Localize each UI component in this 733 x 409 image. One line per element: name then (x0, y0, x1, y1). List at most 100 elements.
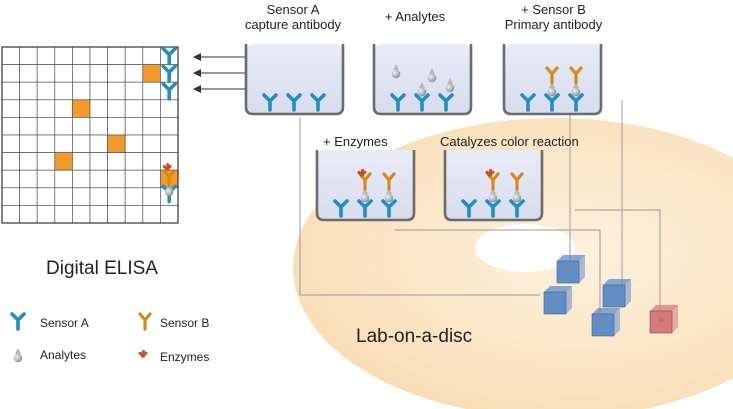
legend-analyte-icon (13, 348, 23, 363)
grid-cell (89, 152, 108, 171)
chamber-top (557, 255, 585, 261)
grid-cell-filled (142, 64, 161, 83)
chamber-top (603, 279, 631, 285)
grid-cell (160, 134, 179, 153)
grid-cell (107, 99, 126, 118)
grid-cell (19, 134, 38, 153)
grid-cell (124, 64, 144, 83)
grid-cell (124, 46, 144, 65)
grid-cell (72, 134, 91, 153)
grid-cell-filled (54, 152, 73, 171)
grid-cell (54, 46, 73, 65)
grid-cell (36, 99, 56, 118)
disc-chambers (543, 255, 678, 337)
grid-cell (36, 205, 56, 224)
grid-cell (54, 64, 73, 83)
grid-cell (107, 169, 126, 189)
grid-cell (89, 64, 108, 83)
grid-cell (107, 81, 126, 101)
grid-cell (1, 46, 20, 65)
grid-cell (124, 81, 144, 101)
grid-cell (107, 187, 126, 206)
channel-line (395, 229, 601, 325)
grid-cell (54, 134, 73, 153)
chamber-dot (552, 298, 558, 304)
grid-cell (54, 169, 73, 189)
grid-cell (36, 81, 56, 101)
grid-cell-filled (107, 134, 126, 153)
well-wall (315, 150, 416, 222)
chamber-side (566, 286, 572, 314)
well-fill (374, 44, 471, 114)
grid-cell (36, 134, 56, 153)
grid-cell (142, 99, 161, 118)
grid-cell (36, 46, 56, 65)
grid-cell (36, 117, 56, 136)
grid-cell (36, 169, 56, 189)
grid-cell (142, 205, 161, 224)
chamber-side (672, 305, 678, 333)
grid-cell (19, 64, 38, 83)
grid-cell (19, 187, 38, 206)
well-sensor-a (244, 44, 345, 116)
wells (244, 44, 603, 222)
grid-cell (142, 187, 161, 206)
digital-elisa-grid (1, 46, 179, 224)
grid-cell (89, 99, 108, 118)
grid-border (1, 46, 179, 224)
grid-cell (36, 187, 56, 206)
grid-cell (160, 205, 179, 224)
grid-title: Digital ELISA (46, 258, 158, 279)
legend-sensor-b-icon (138, 312, 152, 331)
grid-cell (89, 46, 108, 65)
legend-analytes-label: Analytes (40, 348, 87, 362)
channel-lines (299, 100, 661, 325)
grid-cell (142, 81, 161, 101)
grid-cell (1, 205, 20, 224)
grid-cell (72, 117, 91, 136)
grid-cell (1, 152, 20, 171)
chamber-dot (611, 291, 617, 297)
grid-cell (124, 169, 144, 189)
chamber-top (544, 286, 572, 292)
grid-cell (160, 117, 179, 136)
well-wall (372, 44, 473, 116)
grid-cell (89, 169, 108, 189)
grid-cell (1, 187, 20, 206)
grid-cell (142, 117, 161, 136)
grid-cell (1, 64, 20, 83)
grid-cell (54, 81, 73, 101)
well-wall (443, 150, 544, 222)
grid-cell (19, 46, 38, 65)
well-fill (246, 44, 343, 114)
grid-cell (1, 169, 20, 189)
well-analytes (372, 44, 473, 116)
grid-cell (72, 205, 91, 224)
chamber-blue (591, 308, 620, 337)
grid-cell (19, 169, 38, 189)
well-color-reaction (443, 150, 544, 222)
grid-cell (72, 187, 91, 206)
grid-cell (89, 205, 108, 224)
legend-sensor-a-icon (10, 312, 26, 331)
chamber-top (650, 305, 678, 311)
grid-cell (89, 81, 108, 101)
grid-cell (54, 117, 73, 136)
grid-cell (124, 152, 144, 171)
grid-cell (124, 99, 144, 118)
step-sensor-a-line1: Sensor A (266, 2, 320, 17)
grid-cell (54, 187, 73, 206)
grid-cell (107, 117, 126, 136)
chamber-dot (600, 320, 606, 326)
grid-cell (124, 117, 144, 136)
legend-sensor-b-label: Sensor B (160, 316, 210, 330)
chamber-red (649, 305, 678, 334)
grid-cell (36, 64, 56, 83)
grid-cell-filled (72, 99, 91, 118)
legend-sensor-a-label: Sensor A (40, 316, 89, 330)
grid-cell (72, 46, 91, 65)
chamber-dot (658, 317, 664, 323)
chamber-blue (556, 255, 585, 284)
grid-cell (107, 205, 126, 224)
grid-cell (124, 134, 144, 153)
